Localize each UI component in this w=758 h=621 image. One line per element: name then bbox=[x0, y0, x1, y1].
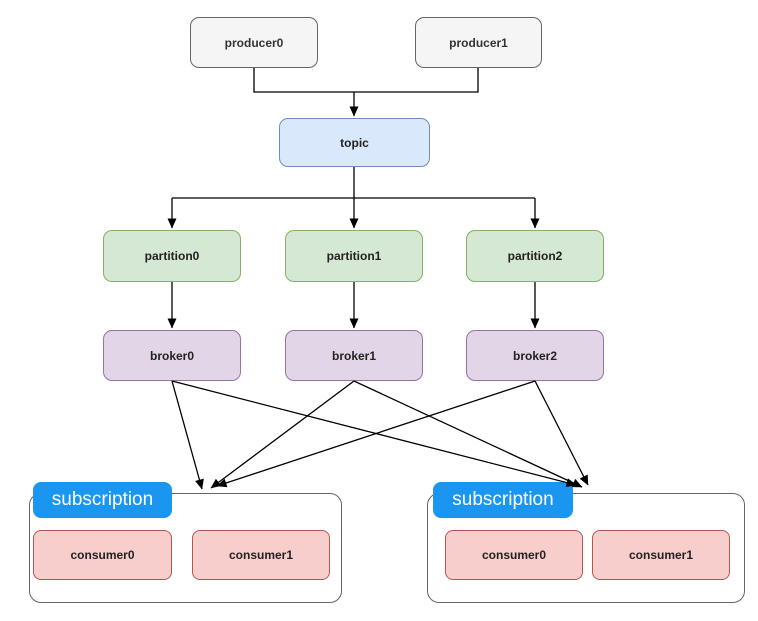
node-broker1: broker1 bbox=[285, 330, 423, 381]
node-broker1-label: broker1 bbox=[331, 348, 377, 363]
node-subscription0-consumer1: consumer1 bbox=[192, 530, 330, 580]
subscription-badge-0: subscription bbox=[33, 482, 172, 518]
node-producer0: producer0 bbox=[190, 17, 318, 68]
edge-producers-junction bbox=[253, 68, 479, 93]
edge-broker1-subscription1 bbox=[353, 380, 583, 488]
node-producer0-label: producer0 bbox=[224, 35, 284, 50]
node-partition2-label: partition2 bbox=[507, 249, 563, 263]
node-partition1: partition1 bbox=[285, 230, 423, 282]
node-broker0: broker0 bbox=[103, 330, 241, 381]
edge-broker2-subscription0 bbox=[216, 380, 536, 488]
node-topic-label: topic bbox=[340, 135, 369, 150]
node-broker0-label: broker0 bbox=[149, 348, 195, 363]
node-broker2: broker2 bbox=[466, 330, 604, 381]
subscription-badge-0-label: subscription bbox=[51, 489, 154, 510]
node-subscription1-consumer1: consumer1 bbox=[592, 530, 730, 580]
edge-broker0-subscription0 bbox=[171, 380, 204, 490]
node-partition0: partition0 bbox=[103, 230, 241, 282]
node-subscription0-consumer0: consumer0 bbox=[33, 530, 172, 580]
subscription1-consumer1-label: consumer1 bbox=[628, 548, 694, 562]
node-broker2-label: broker2 bbox=[512, 348, 558, 363]
node-producer1: producer1 bbox=[415, 17, 542, 68]
subscription-badge-1: subscription bbox=[433, 482, 573, 518]
edge-broker2-subscription1 bbox=[534, 380, 589, 486]
node-producer1-label: producer1 bbox=[449, 35, 508, 50]
subscription0-consumer0-label: consumer0 bbox=[70, 548, 135, 562]
node-subscription1-consumer0: consumer0 bbox=[445, 530, 583, 580]
subscription-badge-1-label: subscription bbox=[452, 489, 554, 510]
node-partition0-label: partition0 bbox=[144, 249, 200, 263]
edge-broker1-subscription0 bbox=[210, 380, 355, 489]
node-partition2: partition2 bbox=[466, 230, 604, 282]
subscription0-consumer1-label: consumer1 bbox=[228, 548, 294, 562]
node-partition1-label: partition1 bbox=[326, 249, 382, 263]
subscription1-consumer0-label: consumer0 bbox=[481, 548, 547, 562]
node-topic: topic bbox=[279, 118, 430, 167]
edge-broker0-subscription1 bbox=[171, 380, 577, 487]
